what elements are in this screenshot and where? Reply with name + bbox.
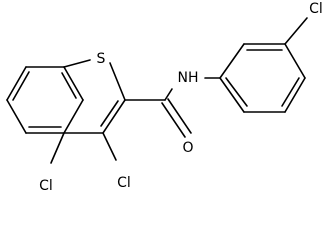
bond [219,43,245,79]
bond [284,17,308,45]
bond [161,102,186,138]
chlorine-atom-label-3: Cl [117,175,131,191]
bond [6,66,27,101]
bond [281,77,300,107]
sulfur-atom-label: S [97,51,106,67]
bond [219,77,245,113]
nh-atom-label: NH [178,70,199,86]
bond [102,99,126,134]
bond [225,77,248,107]
bond [63,99,84,134]
bond [284,77,306,113]
bond [164,88,173,101]
atom-labels: S NH O Cl Cl Cl [39,1,323,194]
bond [6,99,27,134]
bond [63,59,91,68]
structure-diagram: S NH O Cl Cl Cl [6,1,323,194]
bond [109,62,126,101]
bond [50,132,65,164]
chlorine-atom-label-4: Cl [39,178,53,194]
bond [63,66,84,101]
bond [167,98,192,134]
oxygen-atom-label: O [182,140,193,156]
bond [284,43,306,79]
chlorine-atom-label-phenyl: Cl [309,1,323,17]
bond-lines [6,17,308,164]
bond [100,100,119,127]
bond [61,72,77,99]
bond [12,71,30,101]
bond [102,132,117,161]
